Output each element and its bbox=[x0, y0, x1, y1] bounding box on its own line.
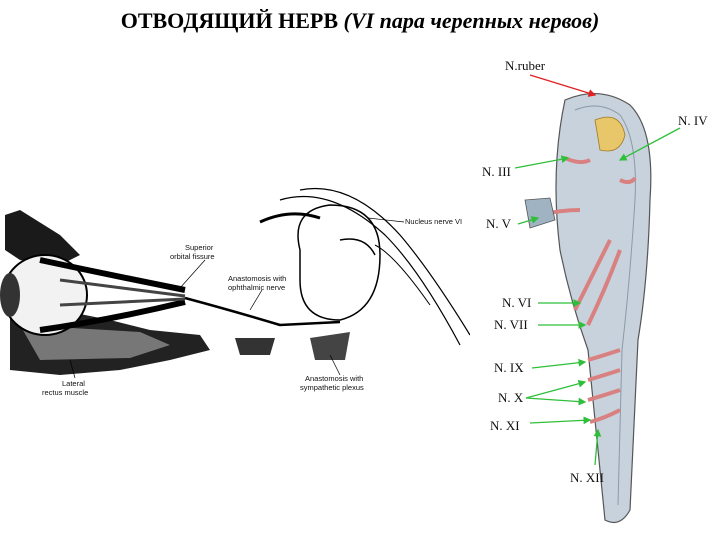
cornea bbox=[0, 273, 20, 317]
arrow-n-x bbox=[526, 382, 585, 398]
arrow-n-xi bbox=[530, 420, 590, 423]
label-anast-sym-2: sympathetic plexus bbox=[300, 383, 364, 392]
label-n-ix: N. IX bbox=[494, 360, 524, 375]
label-n-vii: N. VII bbox=[494, 317, 528, 332]
title-sub: (VI пара черепных нервов) bbox=[344, 8, 600, 33]
brainstem-svg: N.ruber N. IV N. III N. V N. VI N. VII N… bbox=[470, 50, 720, 535]
label-n-xi: N. XI bbox=[490, 418, 520, 433]
plexus-knot-1 bbox=[235, 338, 275, 355]
arrow-n-ruber bbox=[530, 75, 595, 95]
label-n-iv: N. IV bbox=[678, 113, 708, 128]
pons-outline bbox=[298, 205, 380, 320]
label-superior-1: Superior bbox=[185, 243, 214, 252]
abducens-course-diagram: Nucleus nerve VI Superior orbital fissur… bbox=[0, 160, 470, 410]
title-main: ОТВОДЯЩИЙ НЕРВ bbox=[121, 8, 338, 33]
brainstem-body bbox=[556, 94, 651, 523]
abducens-course-svg: Nucleus nerve VI Superior orbital fissur… bbox=[0, 160, 470, 410]
leader-anast-oph bbox=[250, 290, 262, 310]
leader-superior bbox=[180, 260, 205, 288]
label-anast-sym-1: Anastomosis with bbox=[305, 374, 363, 383]
page-title: ОТВОДЯЩИЙ НЕРВ (VI пара черепных нервов) bbox=[0, 8, 720, 34]
trigeminal-stump bbox=[525, 198, 555, 228]
label-lateral-1: Lateral bbox=[62, 379, 85, 388]
label-lateral-2: rectus muscle bbox=[42, 388, 88, 397]
plexus-knot-2 bbox=[310, 332, 350, 360]
label-n-v: N. V bbox=[486, 216, 512, 231]
arrow-n-ix bbox=[532, 362, 585, 368]
arrow-n-x-2 bbox=[526, 398, 585, 402]
label-n-xii: N. XII bbox=[570, 470, 604, 485]
brainstem-diagram: N.ruber N. IV N. III N. V N. VI N. VII N… bbox=[470, 50, 720, 535]
label-n-iii: N. III bbox=[482, 164, 511, 179]
label-n-ruber: N.ruber bbox=[505, 58, 546, 73]
label-superior-2: orbital fissure bbox=[170, 252, 215, 261]
label-n-vi: N. VI bbox=[502, 295, 531, 310]
label-n-x: N. X bbox=[498, 390, 524, 405]
label-anast-oph-1: Anastomosis with bbox=[228, 274, 286, 283]
label-nucleus: Nucleus nerve VI bbox=[405, 217, 462, 226]
label-anast-oph-2: ophthalmic nerve bbox=[228, 283, 285, 292]
